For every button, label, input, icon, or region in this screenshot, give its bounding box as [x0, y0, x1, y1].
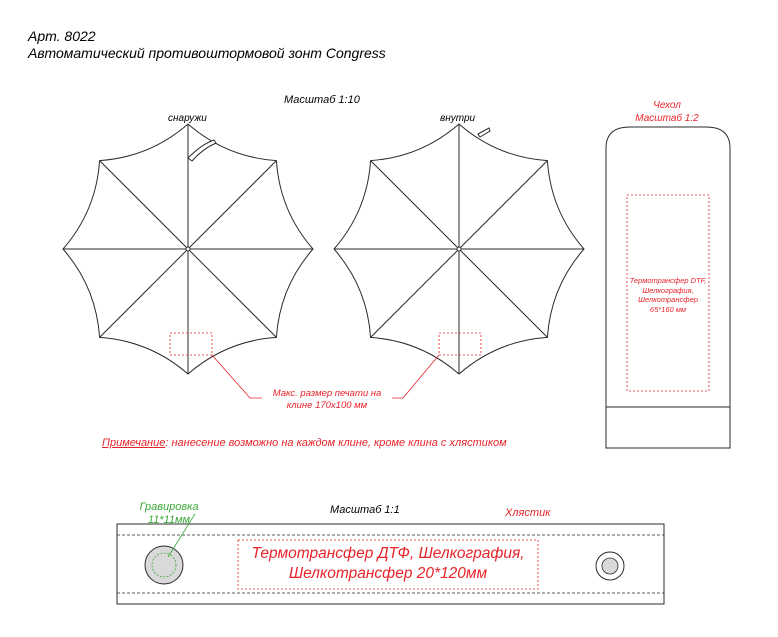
umbrella-inside-rib [458, 248, 548, 338]
panel-print-area-inside [438, 332, 482, 356]
outside-view-label: снаружи [168, 113, 207, 124]
cover-scale: Масштаб 1:2 [635, 113, 699, 124]
leader-line-inside [392, 354, 440, 399]
product-name: Автоматический противоштормовой зонт Con… [28, 45, 386, 61]
strap-button-right-inner [601, 557, 619, 575]
strap-outline [116, 523, 665, 605]
leader-line-outside [211, 354, 262, 399]
cover-print-area [626, 194, 710, 392]
engraving-label: Гравировка 11*11мм [139, 501, 199, 526]
strap-print-area [237, 539, 539, 590]
panel-print-area-outside [169, 332, 213, 356]
umbrella-outside-drawing [62, 123, 314, 375]
note-label: Примечание [102, 437, 166, 449]
inside-view-label: внутри [440, 113, 476, 124]
umbrella-scale-label: Масштаб 1:10 [284, 94, 360, 106]
umbrella-inside-rib [370, 248, 460, 338]
umbrella-inside-center-cap [456, 246, 462, 252]
article-number: Арт. 8022 [28, 28, 96, 44]
umbrella-outside-rib [99, 160, 189, 250]
cover-heading: Чехол Масштаб 1:2 [600, 99, 734, 125]
note: Примечание: нанесение возможно на каждом… [102, 437, 507, 449]
strap-scale-label: Масштаб 1:1 [330, 504, 400, 516]
umbrella-cover-outline [605, 126, 731, 449]
note-text: : нанесение возможно на каждом клине, кр… [165, 437, 507, 449]
umbrella-inside-rib [370, 160, 460, 250]
umbrella-outside-rib [187, 248, 277, 338]
cover-title: Чехол [653, 100, 681, 111]
umbrella-strap-loop-inside [477, 127, 491, 138]
cover-print-text: Термотрансфер DTF, Шелкография, Шелкотра… [629, 276, 707, 314]
strap-label: Хлястик [505, 507, 551, 519]
strap-print-text: Термотрансфер ДТФ, Шелкография, Шелкотра… [251, 545, 525, 582]
umbrella-inside-rib [458, 160, 548, 250]
strap-button-left [144, 545, 184, 585]
umbrella-strap-loop-outside [187, 139, 217, 162]
umbrella-inside-drawing [333, 123, 585, 375]
engraving-leader-line [167, 513, 196, 558]
umbrella-outside-rib [99, 248, 189, 338]
panel-print-size-text: Макс. размер печати на клине 170х100 мм [272, 388, 382, 411]
umbrella-outside-rib [187, 160, 277, 250]
umbrella-outside-center-cap [185, 246, 191, 252]
engraving-area [151, 552, 177, 578]
